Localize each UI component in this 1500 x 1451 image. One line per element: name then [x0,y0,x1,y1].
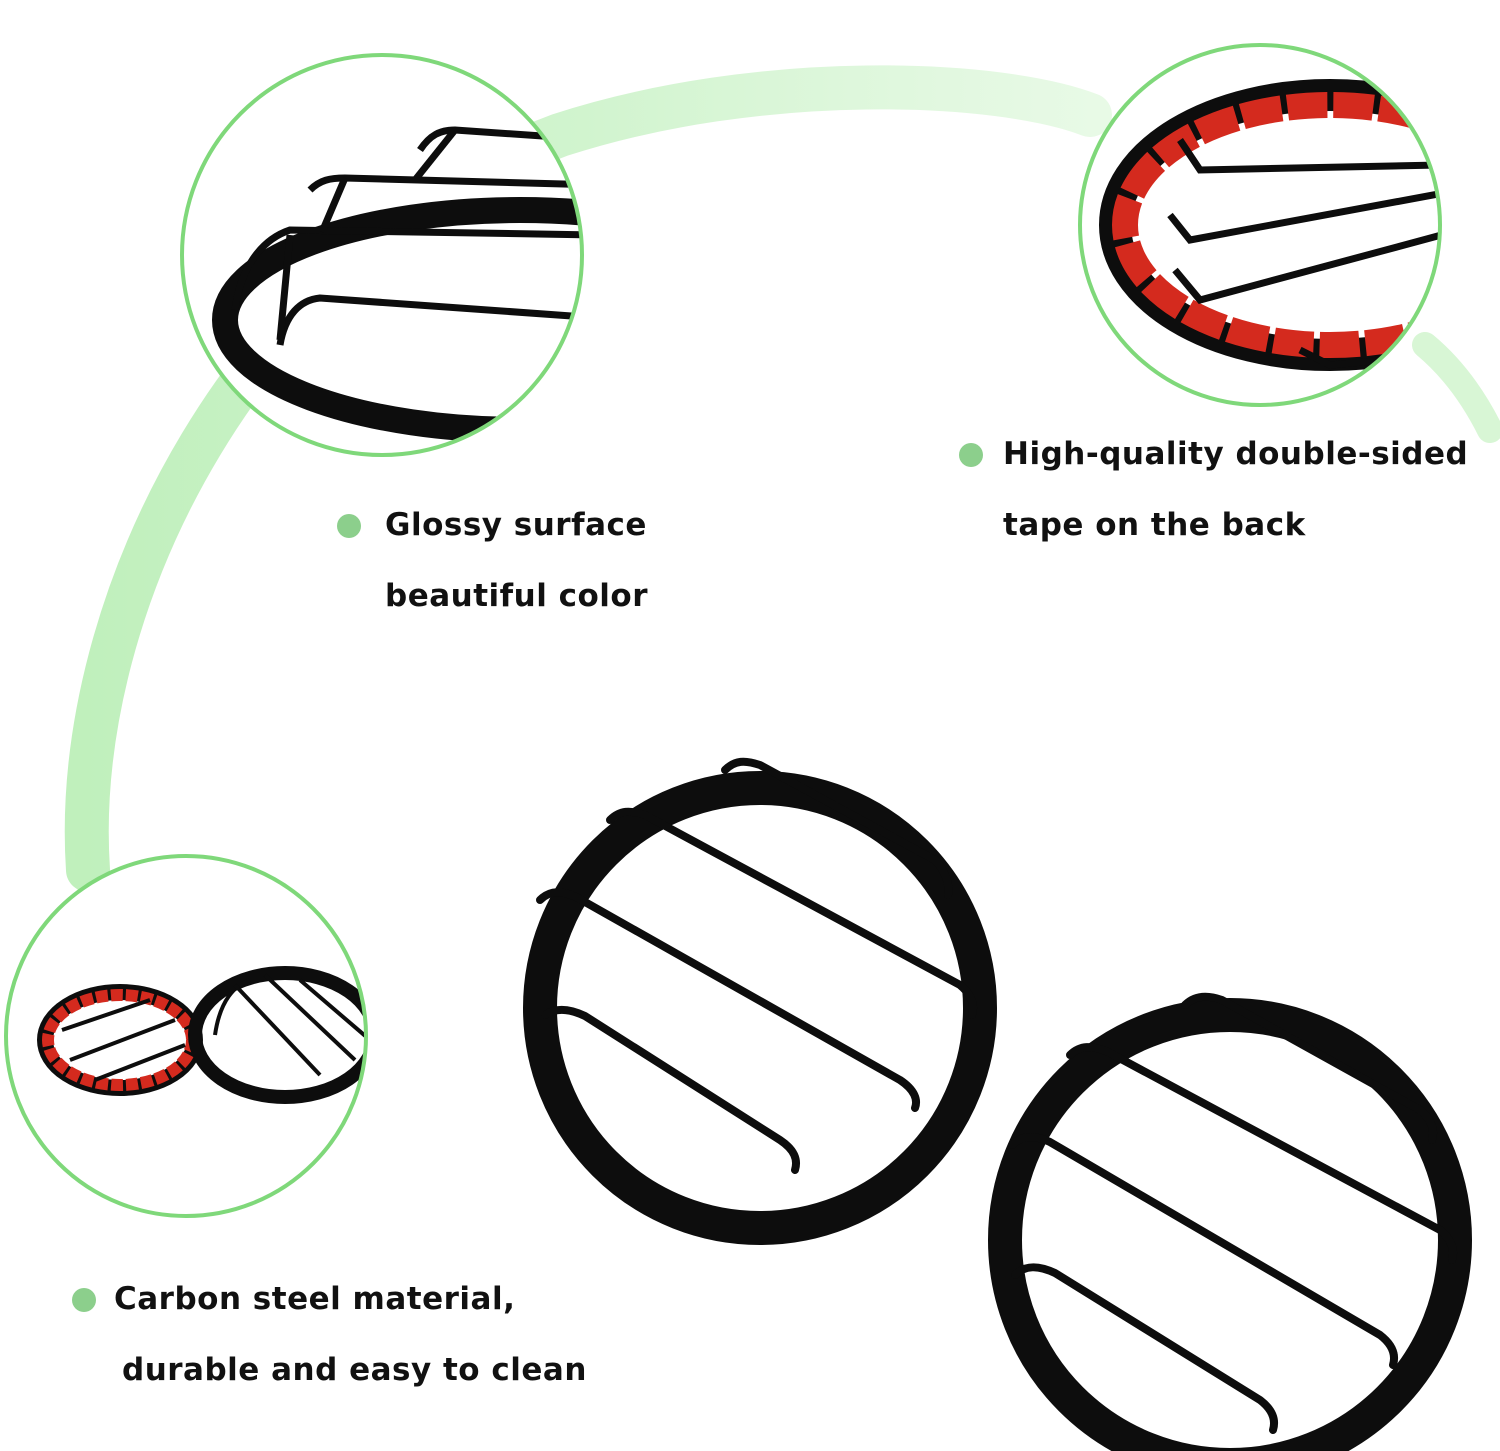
callout-tape-line2: tape on the back [1003,507,1306,543]
callout-tape-line1: High-quality double-sided [1003,436,1469,472]
grille-cover-right [988,992,1472,1451]
grille-cover-left [523,757,997,1245]
zoom-circle-tape [1078,43,1442,407]
zoom-circle-carbon [4,854,368,1218]
callout-glossy-line2: beautiful color [385,578,649,614]
callout-tape: High-quality double-sided tape on the ba… [959,419,1469,561]
callout-carbon: Carbon steel material, durable and easy … [72,1264,587,1406]
callout-glossy: Glossy surface beautiful color [337,490,649,632]
callout-glossy-line1: Glossy surface [385,507,647,543]
bullet-dot-icon [72,1288,96,1312]
callout-carbon-line1: Carbon steel material, [114,1281,516,1317]
callout-carbon-line2: durable and easy to clean [122,1352,587,1388]
bullet-dot-icon [959,443,983,467]
bullet-dot-icon [337,514,361,538]
